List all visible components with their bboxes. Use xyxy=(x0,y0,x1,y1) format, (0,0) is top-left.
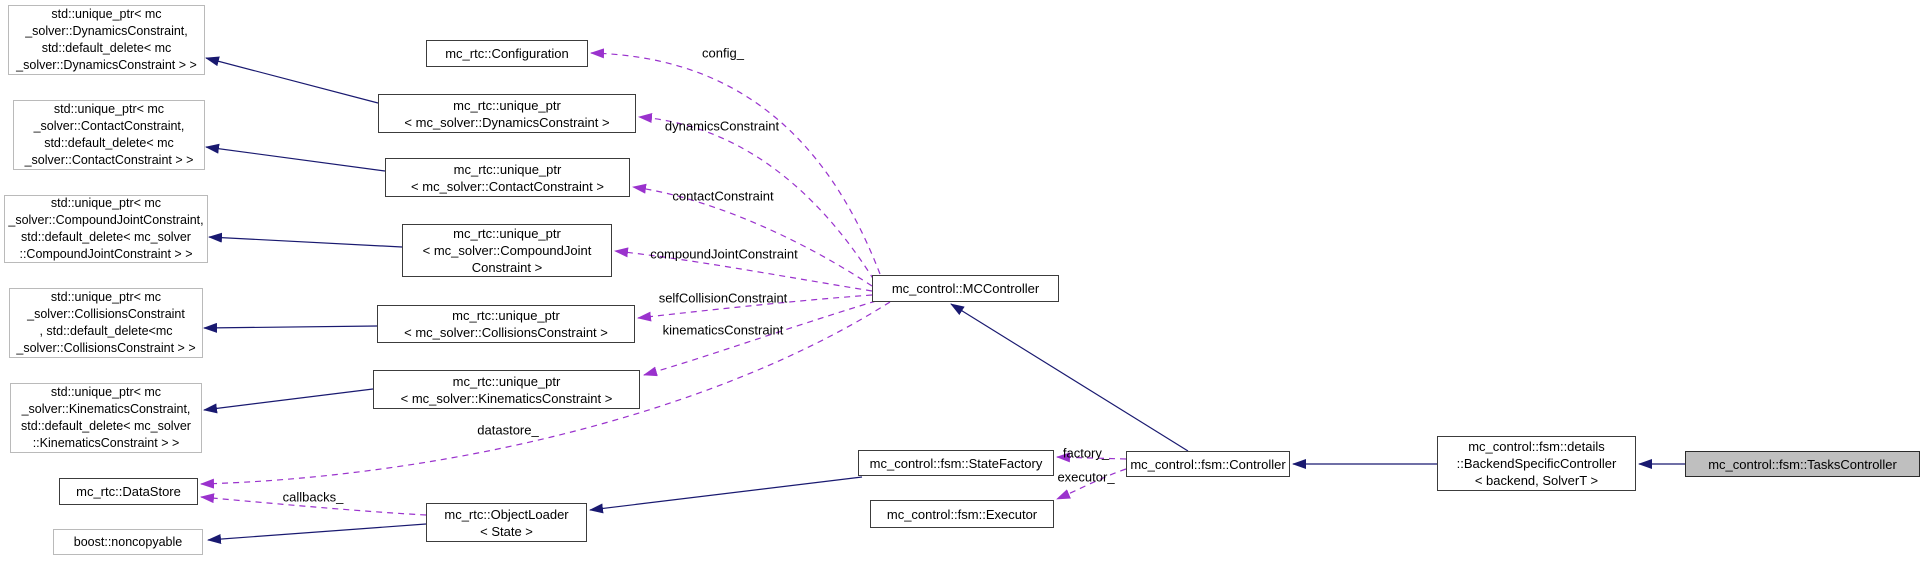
node-object-loader[interactable]: mc_rtc::ObjectLoader < State > xyxy=(426,503,587,542)
node-std-unique-ptr-kinematics: std::unique_ptr< mc _solver::KinematicsC… xyxy=(10,383,202,453)
node-std-unique-ptr-dynamics: std::unique_ptr< mc _solver::DynamicsCon… xyxy=(8,5,205,75)
node-unique-ptr-contact[interactable]: mc_rtc::unique_ptr < mc_solver::ContactC… xyxy=(385,158,630,197)
node-std-unique-ptr-compound: std::unique_ptr< mc _solver::CompoundJoi… xyxy=(4,195,208,263)
node-mc-rtc-configuration[interactable]: mc_rtc::Configuration xyxy=(426,40,588,67)
edge-label-self-collision-constraint: selfCollisionConstraint xyxy=(658,290,788,306)
node-mc-rtc-datastore[interactable]: mc_rtc::DataStore xyxy=(59,478,198,505)
edge-label-config: config_ xyxy=(702,45,744,61)
node-boost-noncopyable: boost::noncopyable xyxy=(53,529,203,555)
edge-label-compound-joint-constraint: compoundJointConstraint xyxy=(650,246,798,262)
edge-label-datastore: datastore_ xyxy=(477,422,539,438)
node-unique-ptr-collisions[interactable]: mc_rtc::unique_ptr < mc_solver::Collisio… xyxy=(377,305,635,343)
edge-label-contact-constraint: contactConstraint xyxy=(672,188,774,204)
node-unique-ptr-kinematics[interactable]: mc_rtc::unique_ptr < mc_solver::Kinemati… xyxy=(373,370,640,409)
node-backend-specific-controller[interactable]: mc_control::fsm::details ::BackendSpecif… xyxy=(1437,436,1636,491)
edge-label-executor: executor_ xyxy=(1057,469,1115,485)
edge-label-factory: factory_ xyxy=(1062,445,1110,461)
edge-label-callbacks: callbacks_ xyxy=(282,489,344,505)
node-std-unique-ptr-contact: std::unique_ptr< mc _solver::ContactCons… xyxy=(13,100,205,170)
node-unique-ptr-dynamics[interactable]: mc_rtc::unique_ptr < mc_solver::Dynamics… xyxy=(378,94,636,133)
node-fsm-state-factory[interactable]: mc_control::fsm::StateFactory xyxy=(858,450,1054,476)
node-fsm-executor[interactable]: mc_control::fsm::Executor xyxy=(870,500,1054,528)
node-fsm-controller[interactable]: mc_control::fsm::Controller xyxy=(1126,451,1290,477)
node-unique-ptr-compound[interactable]: mc_rtc::unique_ptr < mc_solver::Compound… xyxy=(402,224,612,277)
node-mc-controller[interactable]: mc_control::MCController xyxy=(872,275,1059,302)
node-tasks-controller-current: mc_control::fsm::TasksController xyxy=(1685,451,1920,477)
node-std-unique-ptr-collisions: std::unique_ptr< mc _solver::CollisionsC… xyxy=(9,288,203,358)
edge-label-dynamics-constraint: dynamicsConstraint xyxy=(664,118,780,134)
edge-label-kinematics-constraint: kinematicsConstraint xyxy=(662,322,784,338)
